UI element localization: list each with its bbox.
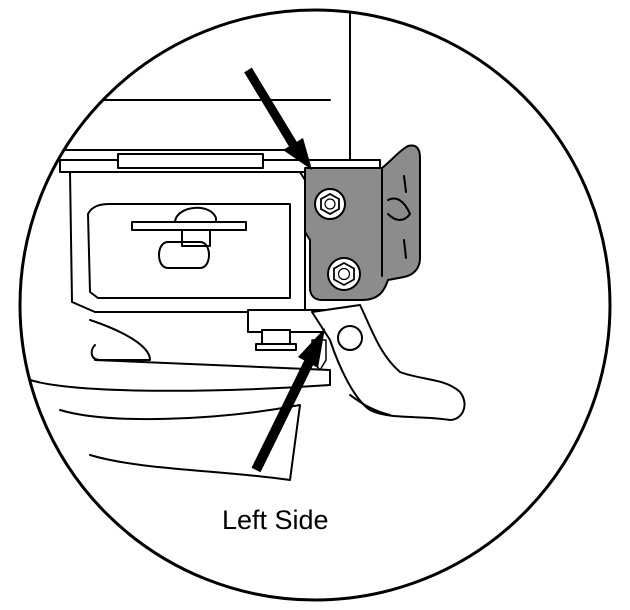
upper-bolt (314, 188, 346, 220)
bracket-slot (403, 175, 407, 259)
upper-pointer-arrow (244, 67, 312, 170)
mount-slot (158, 241, 210, 269)
hinge-tab (117, 153, 264, 169)
lower-bolt (327, 257, 361, 291)
body-panel-outline (20, 10, 351, 166)
housing-inner-panel (87, 203, 291, 299)
lower-pointer-arrow (251, 328, 325, 473)
tow-hook (311, 304, 466, 421)
tow-hook-lower (349, 394, 391, 416)
detail-circle-frame (18, 8, 612, 602)
bracket-flange-fold (381, 167, 411, 277)
bumper-edge (94, 359, 331, 386)
lower-trim (89, 319, 151, 361)
lower-bolt-washer (255, 343, 297, 351)
mount-plate (131, 221, 247, 231)
side-caption: Left Side (222, 505, 329, 535)
tow-hook-eye (337, 325, 363, 351)
bumper-lower (29, 379, 331, 481)
highlighted-bracket (304, 144, 421, 301)
assembly-drawing (20, 10, 466, 481)
